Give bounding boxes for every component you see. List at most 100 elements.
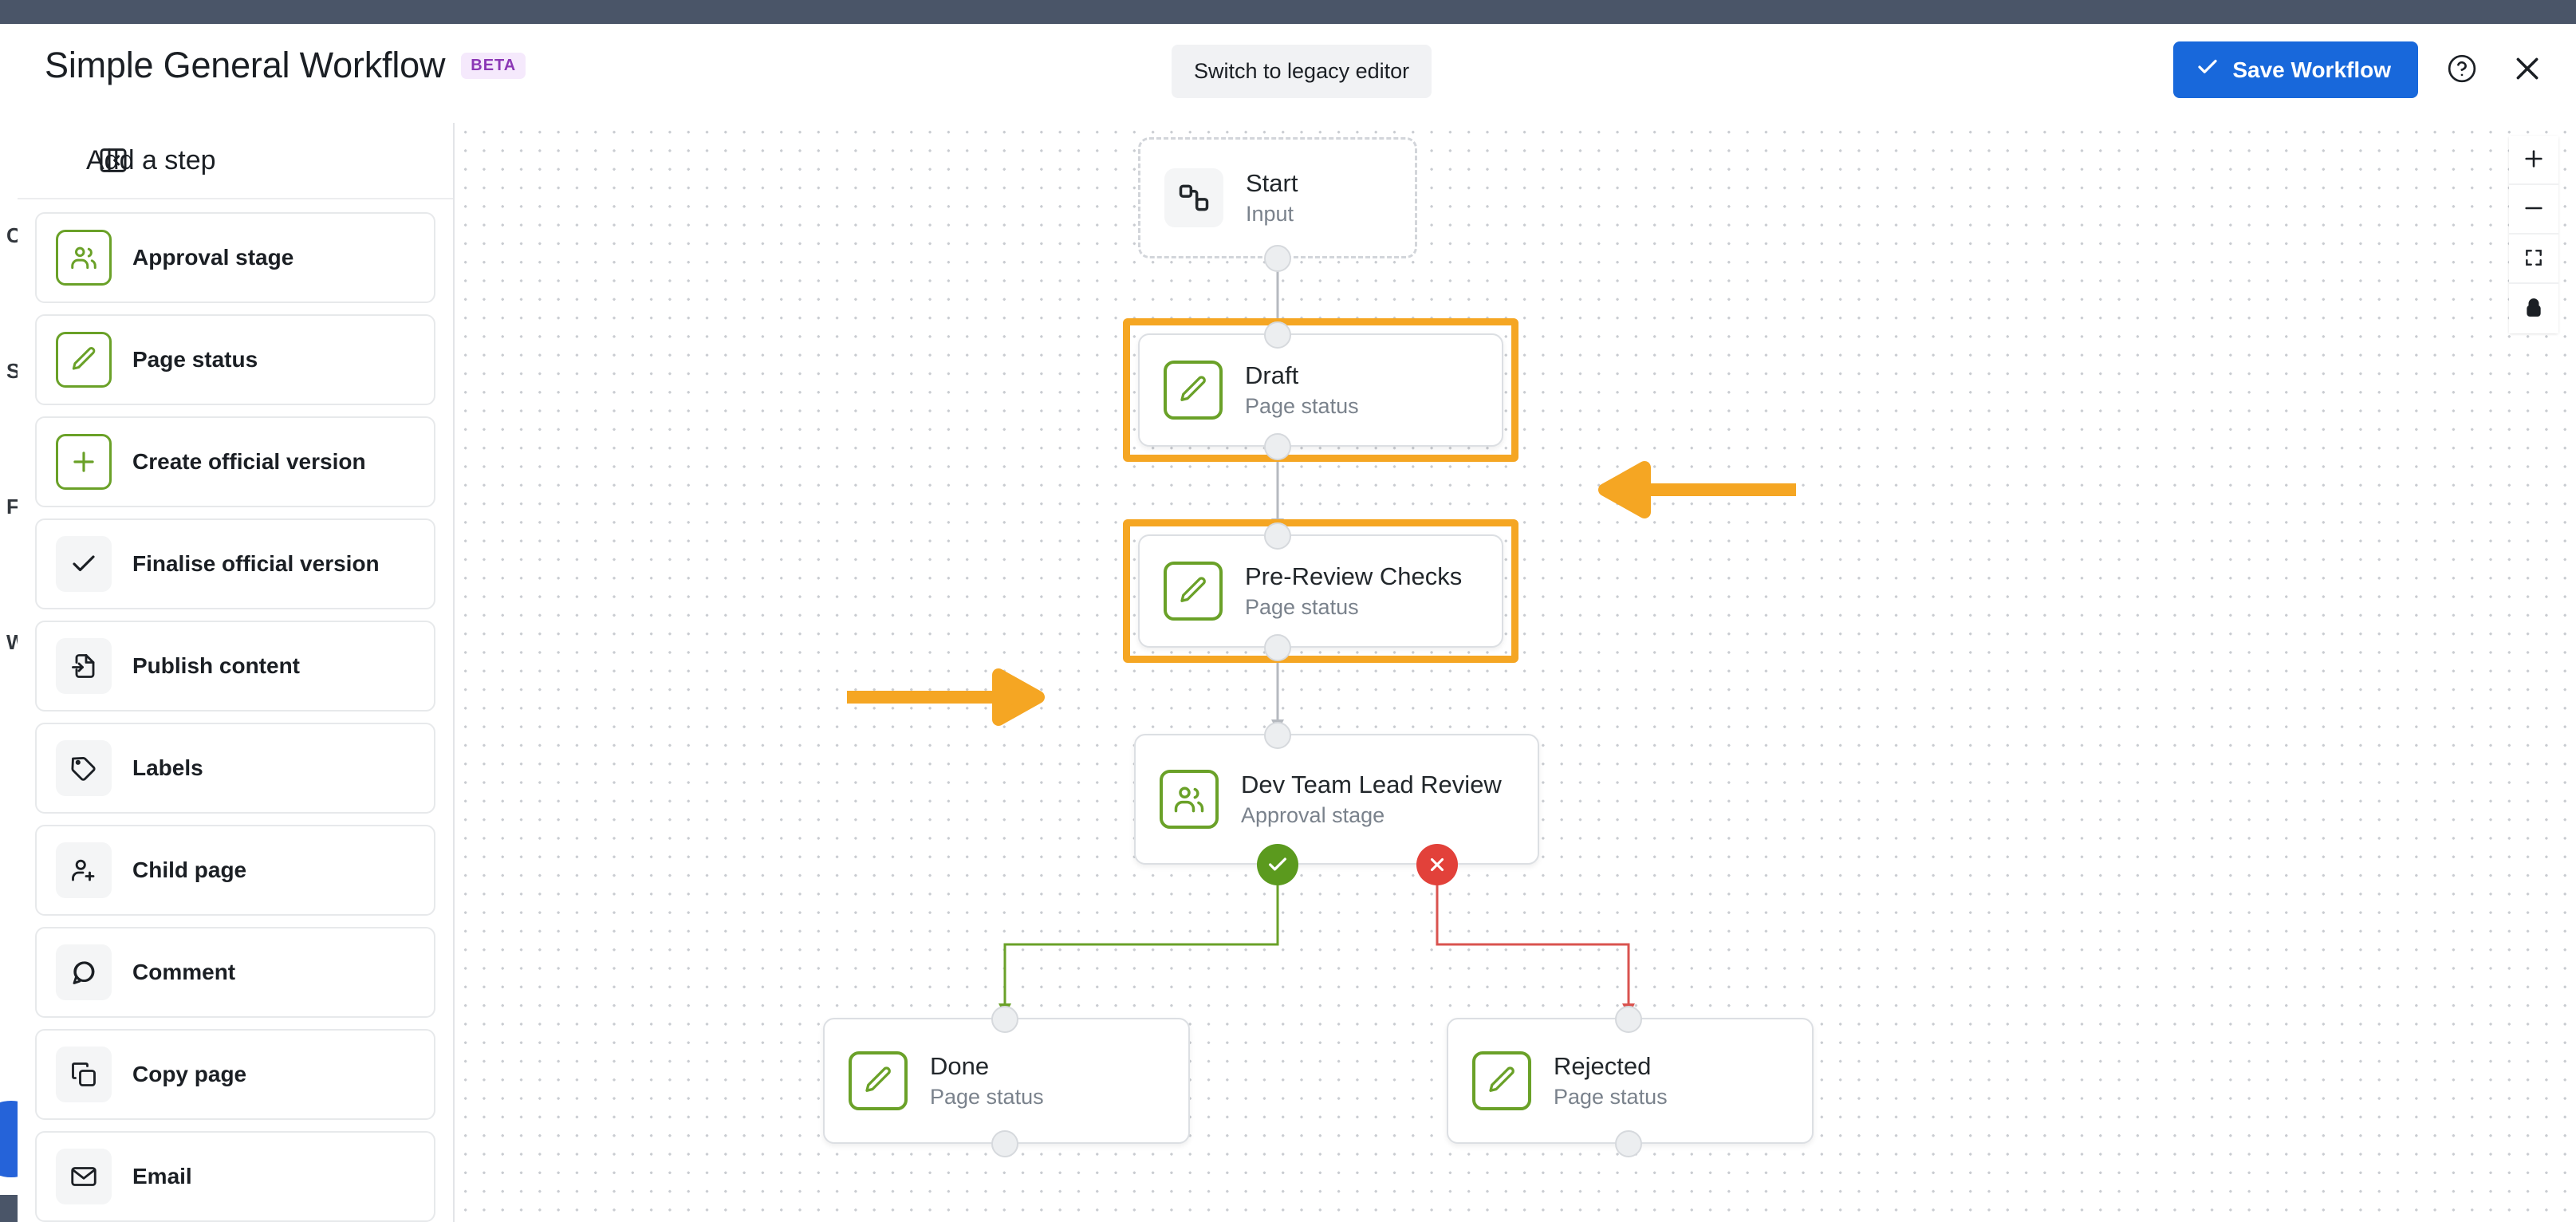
node-subtitle: Page status xyxy=(930,1085,1044,1109)
node-pre-review-checks[interactable]: Pre-Review Checks Page status xyxy=(1138,534,1503,648)
plus-icon xyxy=(56,434,112,490)
highlight-ring-pre-review xyxy=(1123,519,1518,663)
handle-draft-out[interactable] xyxy=(1264,433,1291,460)
fit-view-button[interactable] xyxy=(2509,235,2558,284)
sidebar-step-label: Labels xyxy=(132,755,203,780)
lock-canvas-button[interactable] xyxy=(2509,284,2558,333)
check-icon xyxy=(56,536,112,592)
pencil-icon xyxy=(1164,361,1223,420)
sidebar-step-child-page[interactable]: Child page xyxy=(35,825,435,916)
node-subtitle: Page status xyxy=(1245,595,1359,619)
handle-start-out[interactable] xyxy=(1264,245,1291,272)
sidebar-step-copy-page[interactable]: Copy page xyxy=(35,1029,435,1120)
envelope-icon xyxy=(56,1149,112,1204)
handle-rejected-in[interactable] xyxy=(1615,1006,1642,1033)
lock-icon xyxy=(2523,298,2544,321)
node-rejected-text: Rejected Page status xyxy=(1554,1052,1668,1110)
editor-header: Simple General Workflow BETA Switch to l… xyxy=(18,24,2576,123)
pencil-icon xyxy=(1164,562,1223,621)
header-actions: Save Workflow xyxy=(2173,41,2549,98)
node-pre-review-text: Pre-Review Checks Page status xyxy=(1245,562,1462,620)
save-workflow-button[interactable]: Save Workflow xyxy=(2173,41,2418,98)
node-title: Dev Team Lead Review xyxy=(1241,771,1502,798)
node-subtitle: Approval stage xyxy=(1241,803,1385,827)
help-button[interactable] xyxy=(2440,49,2483,92)
workflow-editor-window: Simple General Workflow BETA Switch to l… xyxy=(18,24,2576,1222)
sidebar-step-approval-stage[interactable]: Approval stage xyxy=(35,212,435,303)
node-subtitle: Input xyxy=(1246,202,1294,226)
sidebar-step-label: Comment xyxy=(132,960,236,984)
sidebar-step-finalise-official-version[interactable]: Finalise official version xyxy=(35,518,435,609)
node-dev-team-lead-review[interactable]: Dev Team Lead Review Approval stage xyxy=(1134,734,1539,865)
close-button[interactable] xyxy=(2506,49,2549,92)
sidebar-step-publish-content[interactable]: Publish content xyxy=(35,621,435,712)
zoom-in-icon xyxy=(2523,148,2545,172)
sidebar-step-label: Email xyxy=(132,1164,192,1188)
node-draft[interactable]: Draft Page status xyxy=(1138,333,1503,447)
sidebar-step-email[interactable]: Email xyxy=(35,1131,435,1222)
sidebar-step-label: Copy page xyxy=(132,1062,247,1086)
node-subtitle: Page status xyxy=(1245,394,1359,418)
sidebar-step-page-status[interactable]: Page status xyxy=(35,314,435,405)
handle-dev-review-in[interactable] xyxy=(1264,722,1291,749)
pencil-icon xyxy=(1472,1051,1531,1110)
workflow-canvas[interactable]: Start Input Draft Page status Pre-Rev xyxy=(456,123,2576,1222)
sidebar-step-label: Child page xyxy=(132,857,247,882)
pencil-icon xyxy=(849,1051,908,1110)
sidebar-step-label: Approval stage xyxy=(132,245,294,270)
node-title: Start xyxy=(1246,169,1298,197)
sidebar-step-label: Page status xyxy=(132,347,258,372)
sidebar-header: Add a step xyxy=(18,123,453,199)
node-start[interactable]: Start Input xyxy=(1138,137,1417,258)
handle-pre-review-out[interactable] xyxy=(1264,634,1291,661)
annotation-arrow-left xyxy=(1598,461,1796,518)
node-title: Draft xyxy=(1245,361,1299,389)
node-title: Done xyxy=(930,1052,990,1080)
sidebar-step-label: Publish content xyxy=(132,653,300,678)
node-done[interactable]: Done Page status xyxy=(823,1018,1190,1144)
copy-icon xyxy=(56,1047,112,1102)
comment-icon xyxy=(56,944,112,1000)
switch-to-legacy-editor-button[interactable]: Switch to legacy editor xyxy=(1172,45,1432,98)
users-icon xyxy=(56,230,112,286)
handle-pre-review-in[interactable] xyxy=(1264,522,1291,550)
highlight-ring-draft xyxy=(1123,318,1518,462)
zoom-in-button[interactable] xyxy=(2509,136,2558,185)
sidebar-step-comment[interactable]: Comment xyxy=(35,927,435,1018)
close-icon xyxy=(2511,53,2543,87)
handle-done-in[interactable] xyxy=(991,1006,1018,1033)
workflow-node-icon xyxy=(1164,168,1223,227)
handle-rejected-out[interactable] xyxy=(1615,1130,1642,1157)
title-area: Simple General Workflow BETA xyxy=(45,45,526,86)
page-title: Simple General Workflow xyxy=(45,45,446,85)
sidebar-step-label: Create official version xyxy=(132,449,366,474)
sidebar-step-create-official-version[interactable]: Create official version xyxy=(35,416,435,507)
handle-done-out[interactable] xyxy=(991,1130,1018,1157)
x-circle-icon[interactable] xyxy=(1416,844,1458,885)
file-export-icon xyxy=(56,638,112,694)
node-subtitle: Page status xyxy=(1554,1085,1668,1109)
save-workflow-label: Save Workflow xyxy=(2232,57,2391,82)
node-title: Rejected xyxy=(1554,1052,1652,1080)
canvas-controls xyxy=(2509,136,2558,333)
users-icon xyxy=(1160,770,1219,829)
fit-view-icon xyxy=(2523,247,2544,270)
node-draft-text: Draft Page status xyxy=(1245,361,1359,419)
panel-collapse-icon[interactable] xyxy=(97,144,129,180)
pencil-icon xyxy=(56,332,112,388)
node-title: Pre-Review Checks xyxy=(1245,562,1463,590)
check-icon xyxy=(2196,55,2220,85)
node-done-text: Done Page status xyxy=(930,1052,1044,1110)
node-dev-review-text: Dev Team Lead Review Approval stage xyxy=(1241,771,1502,828)
sidebar-step-labels[interactable]: Labels xyxy=(35,723,435,814)
tag-icon xyxy=(56,740,112,796)
zoom-out-button[interactable] xyxy=(2509,185,2558,235)
check-circle-icon[interactable] xyxy=(1257,844,1298,885)
sidebar-step-label: Finalise official version xyxy=(132,551,380,576)
handle-draft-in[interactable] xyxy=(1264,321,1291,349)
node-rejected[interactable]: Rejected Page status xyxy=(1447,1018,1814,1144)
user-plus-icon xyxy=(56,842,112,898)
beta-badge: BETA xyxy=(461,52,526,79)
